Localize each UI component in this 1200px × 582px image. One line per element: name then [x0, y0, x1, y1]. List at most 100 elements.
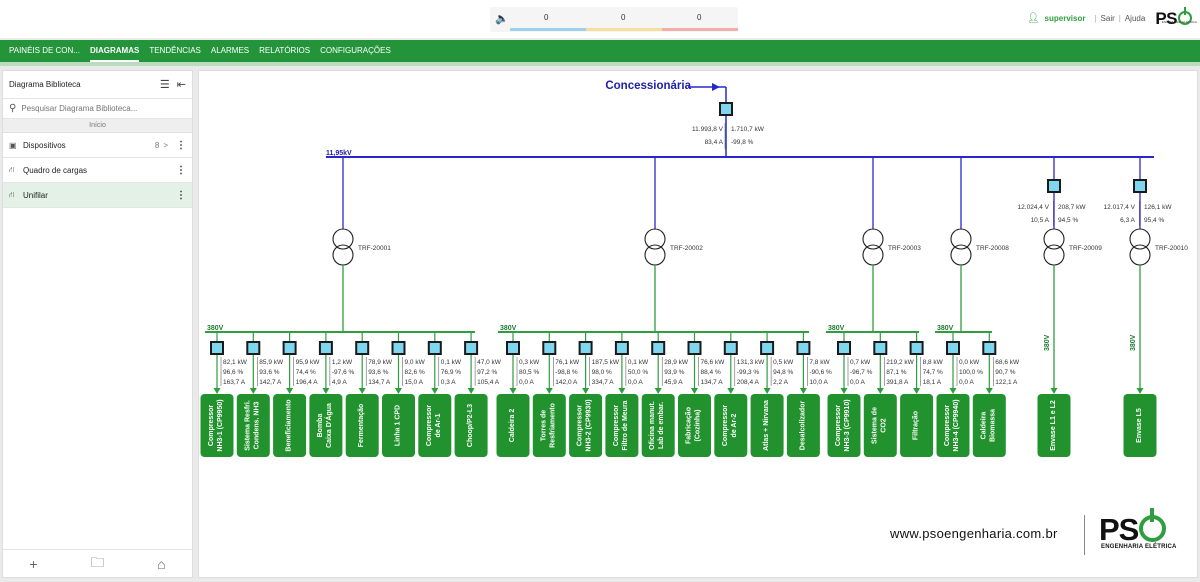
add-icon[interactable]: + [29, 555, 38, 572]
feeder-breaker-inner [839, 343, 849, 353]
feeder-power: 0,5 kW [773, 359, 794, 366]
load-label: Resfriamento [549, 403, 556, 448]
load-box[interactable] [532, 394, 566, 457]
device-icon: ▣ [9, 140, 17, 150]
search-icon: ⚲ [9, 103, 17, 114]
pso-logo: PS [1155, 6, 1192, 27]
logout-link[interactable]: Sair [1100, 13, 1115, 23]
library-item-dispositivos[interactable]: ▣ Dispositivos 8 > ⋮ [3, 133, 192, 158]
transformer-symbol [332, 228, 354, 266]
transformer-name: TRF-20009 [1069, 245, 1102, 252]
feeder-power-factor: -99,3 % [737, 369, 760, 376]
speaker-icon[interactable]: 🔈 [495, 13, 509, 25]
feeder-power-factor: 97,2 % [477, 369, 497, 376]
transformer-power-factor: 94,5 % [1058, 217, 1078, 224]
nav-alarmes[interactable]: ALARMES [210, 46, 250, 55]
feeder-breaker-inner [911, 343, 922, 353]
load-box[interactable] [569, 394, 603, 457]
search-input[interactable] [21, 104, 172, 113]
more-options-icon[interactable]: ⋮ [176, 164, 186, 176]
feeder-power-factor: 90,7 % [995, 369, 1015, 376]
direct-feeder-arrow [1136, 388, 1144, 394]
library-item-unifilar[interactable]: ⛙ Unifilar ⋮ [3, 183, 192, 208]
load-box[interactable] [200, 394, 234, 457]
feeder-current: 0,3 A [441, 379, 456, 386]
feeder-current: 0,0 A [850, 379, 865, 386]
load-box[interactable] [750, 394, 784, 457]
load-box[interactable] [236, 394, 270, 457]
feeder-current: 105,4 A [477, 379, 500, 386]
help-link[interactable]: Ajuda [1124, 13, 1146, 23]
chevron-right-icon[interactable]: > [163, 140, 168, 150]
menu-icon[interactable]: ☰ [159, 79, 170, 91]
feeder-power-factor: 96,6 % [223, 369, 243, 376]
feeder-current: 134,7 A [701, 379, 724, 386]
load-box[interactable] [936, 394, 970, 457]
load-box[interactable] [345, 394, 379, 457]
transformer-winding-primary [332, 228, 354, 250]
load-label: NH3-3 (CP9910) [844, 399, 851, 451]
nav-configuracoes[interactable]: CONFIGURAÇÕES [320, 46, 391, 55]
username-link[interactable]: supervisor [1044, 13, 1086, 23]
library-item-quadro-de-cargas[interactable]: ⛙ Quadro de cargas ⋮ [3, 158, 192, 183]
load-label: Lab de embar. [658, 402, 665, 449]
more-options-icon[interactable]: ⋮ [176, 139, 186, 151]
transformer-winding-primary [1129, 228, 1151, 250]
user-area: 👤︎ supervisor | Sair | Ajuda PS [1027, 6, 1192, 30]
breadcrumb[interactable]: Início [3, 119, 192, 133]
alarm-summary[interactable]: 🔈 0 0 0 [490, 7, 738, 32]
alarm-count-high: 0 [697, 13, 702, 22]
load-box[interactable] [641, 394, 675, 457]
load-box[interactable] [786, 394, 820, 457]
load-box[interactable] [418, 394, 452, 457]
collapse-panel-icon[interactable]: ⇤ [176, 79, 186, 91]
load-label: Compressor [835, 405, 842, 447]
load-box[interactable] [605, 394, 639, 457]
direct-feeder-arrow [1050, 388, 1058, 394]
feeder-power: 76,6 kW [701, 359, 726, 366]
load-box[interactable] [382, 394, 415, 457]
feeder-arrow [431, 388, 439, 394]
feeder-breaker-inner [798, 343, 809, 353]
feeder-power-factor: 100,0 % [959, 369, 983, 376]
separator: | [1118, 13, 1121, 23]
feeder-current: 0,0 A [959, 379, 974, 386]
load-box[interactable] [496, 394, 530, 457]
direct-load-box[interactable] [1123, 394, 1157, 457]
lv-bus-label: 380V [500, 325, 517, 332]
watermark-logo-text: PS [1099, 512, 1139, 547]
panel-title: Diagrama Biblioteca [9, 80, 81, 89]
load-label: Oficina manut. [649, 401, 656, 450]
load-box[interactable] [714, 394, 748, 457]
transformer-current: 10,5 A [1031, 217, 1050, 224]
new-folder-icon[interactable]: 🗀 [90, 553, 105, 570]
more-options-icon[interactable]: ⋮ [176, 189, 186, 201]
feeder-arrow [618, 388, 626, 394]
feeder-breaker-inner [320, 343, 331, 353]
transformer-name: TRF-20003 [888, 245, 921, 252]
load-box[interactable] [863, 394, 897, 457]
load-box[interactable] [972, 394, 1006, 457]
nav-paineis[interactable]: PAINÉIS DE CON... [9, 46, 80, 55]
feeder-power: 0,1 kW [441, 359, 462, 366]
home-icon[interactable]: ⌂ [157, 555, 166, 572]
load-box[interactable] [309, 394, 343, 457]
nav-relatorios[interactable]: RELATÓRIOS [259, 46, 311, 55]
feeder-current: 2,2 A [773, 379, 788, 386]
source-arrow-head [712, 83, 720, 91]
load-box[interactable] [900, 394, 934, 457]
load-label: (Cozinha) [695, 410, 702, 442]
load-box[interactable] [273, 394, 307, 457]
lv-bus-label: 380V [207, 325, 224, 332]
direct-load-voltage: 380V [1044, 334, 1051, 351]
direct-load-box[interactable] [1037, 394, 1071, 457]
load-box[interactable] [454, 394, 488, 457]
load-box[interactable] [678, 394, 711, 457]
feeder-power: 28,9 kW [664, 359, 689, 366]
nav-diagramas[interactable]: DIAGRAMAS [89, 40, 140, 62]
load-label: Biomassa [989, 409, 996, 442]
feeder-power: 95,9 kW [296, 359, 321, 366]
nav-tendencias[interactable]: TENDÊNCIAS [149, 46, 201, 55]
lv-bus-label: 380V [828, 325, 845, 332]
load-box[interactable] [827, 394, 861, 457]
